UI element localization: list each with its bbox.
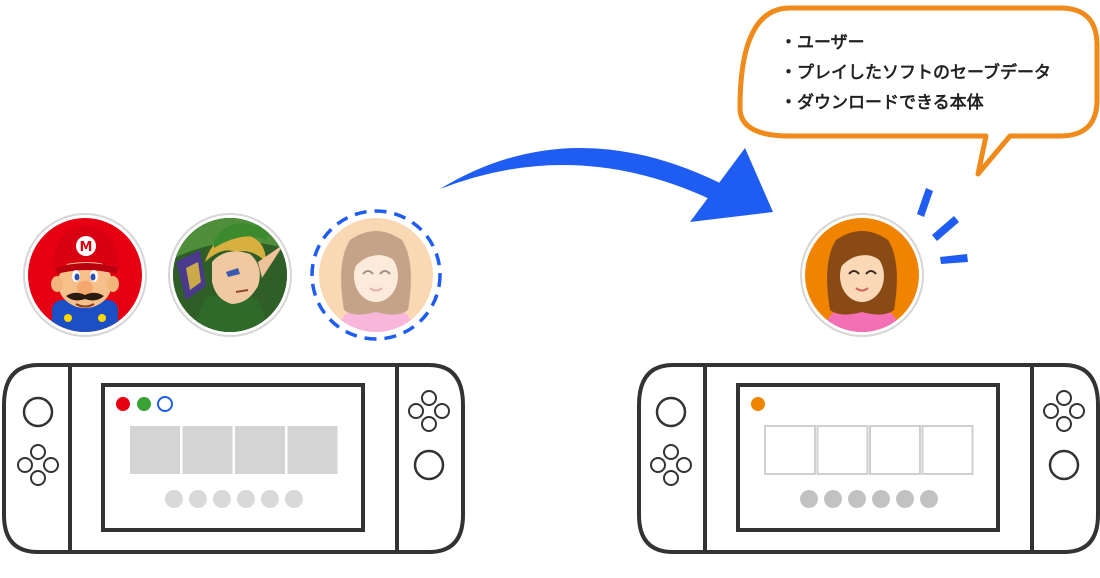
svg-text:M: M <box>80 240 93 255</box>
user-dot <box>751 397 765 411</box>
software-slot <box>869 425 921 475</box>
left-stick-icon <box>22 396 54 428</box>
abxy-buttons-icon <box>408 390 450 432</box>
software-slot <box>130 426 180 474</box>
page-dot <box>920 490 938 508</box>
bubble-item-save-data: ・プレイしたソフトのセーブデータ <box>780 62 1051 83</box>
right-stick-icon <box>1048 449 1080 481</box>
dpad-icon <box>17 444 59 486</box>
software-slot <box>921 425 974 475</box>
software-slot <box>182 426 233 474</box>
page-dot <box>189 490 207 508</box>
speech-bubble: ・ユーザー ・プレイしたソフトのセーブデータ ・ダウンロードできる本体 <box>737 5 1100 177</box>
user-dot <box>116 397 130 411</box>
target-console-icon <box>637 363 1100 554</box>
selection-ring <box>310 209 442 341</box>
user-dots <box>116 396 173 412</box>
page-dot <box>848 490 866 508</box>
link-avatar-icon <box>168 213 292 337</box>
page-dot <box>872 490 890 508</box>
page-dot <box>261 490 279 508</box>
page-dots <box>800 490 938 508</box>
abxy-buttons-icon <box>1043 390 1085 432</box>
page-dot <box>285 490 303 508</box>
page-dot <box>824 490 842 508</box>
mario-avatar-icon: M <box>23 213 147 337</box>
transfer-arrow-icon <box>440 147 773 222</box>
dpad-icon <box>650 444 692 486</box>
page-dot <box>237 490 255 508</box>
user-dots <box>751 397 765 411</box>
software-slots <box>764 425 974 475</box>
right-stick-icon <box>413 449 445 481</box>
mii-avatar-icon <box>800 213 924 337</box>
user-dot <box>137 397 151 411</box>
software-slot <box>235 426 285 474</box>
software-slot <box>764 425 816 475</box>
software-slot <box>287 426 338 474</box>
bubble-item-users: ・ユーザー <box>780 33 865 53</box>
page-dot <box>800 490 818 508</box>
emphasis-lines-icon <box>917 188 968 264</box>
page-dot <box>165 490 183 508</box>
software-slot <box>816 425 869 475</box>
left-stick-icon <box>655 396 687 428</box>
mii-avatar-icon <box>319 218 433 332</box>
source-console-icon <box>2 363 465 554</box>
bubble-item-download-console: ・ダウンロードできる本体 <box>780 92 985 113</box>
page-dots <box>165 490 303 508</box>
page-dot <box>896 490 914 508</box>
software-slots <box>130 426 338 474</box>
page-dot <box>213 490 231 508</box>
user-dot <box>157 396 173 412</box>
